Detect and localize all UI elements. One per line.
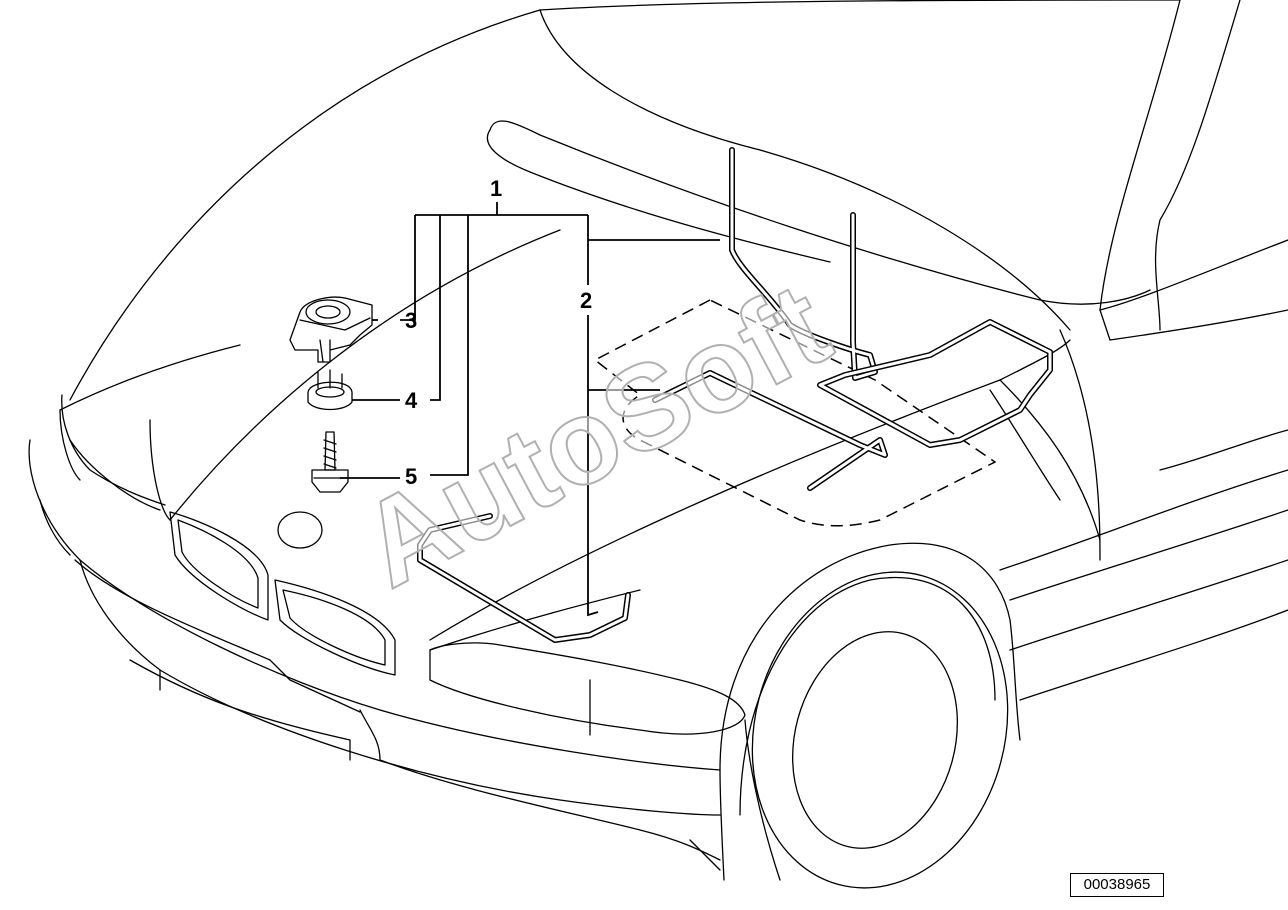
callout-3: 3: [405, 308, 417, 333]
nozzle-holder: [289, 296, 373, 363]
hose-lines: [417, 147, 1053, 643]
dashed-zone: [593, 299, 997, 527]
leader-lines: [340, 202, 720, 617]
callout-5: 5: [405, 464, 417, 489]
diagram-number-label: 00038965: [1070, 873, 1164, 897]
car-outline: [28, 0, 1288, 889]
callout-2: 2: [580, 288, 592, 313]
callout-4: 4: [405, 388, 418, 413]
nut-part: [307, 369, 353, 411]
screw-part: [311, 431, 349, 493]
callout-1: 1: [490, 176, 502, 201]
